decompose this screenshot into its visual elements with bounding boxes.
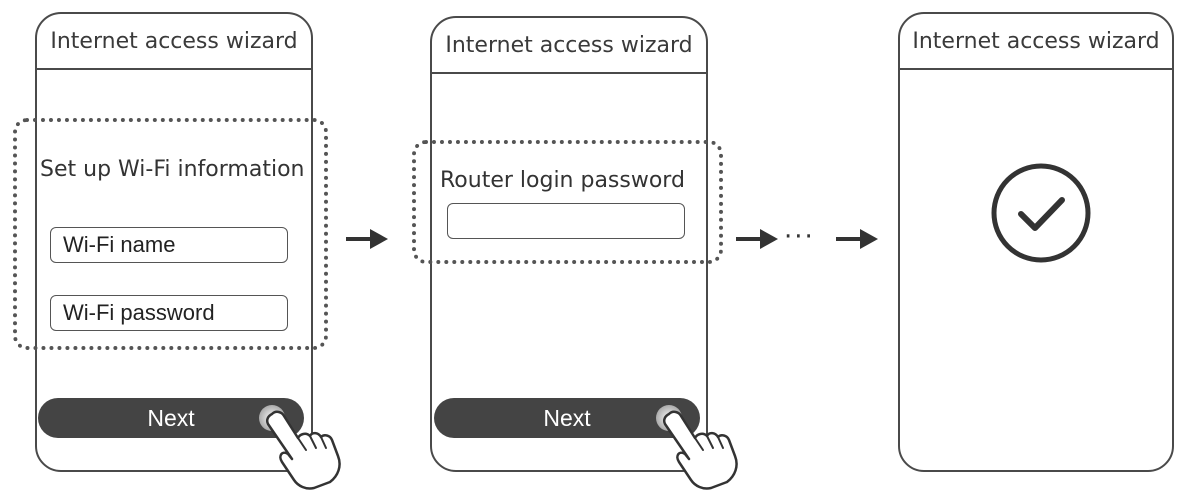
wifi-info-title: Set up Wi-Fi information (40, 157, 305, 182)
router-password-field[interactable] (447, 203, 685, 239)
wifi-password-field[interactable]: Wi-Fi password (50, 295, 288, 331)
more-steps-ellipsis: ··· (784, 222, 815, 252)
wifi-name-field[interactable]: Wi-Fi name (50, 227, 288, 263)
screen-3-header: Internet access wizard (900, 14, 1172, 70)
wizard-screen-2: Internet access wizard (430, 16, 708, 472)
checkmark-circle-icon (991, 163, 1091, 263)
router-login-title: Router login password (440, 168, 685, 193)
next-button-2[interactable]: Next (434, 398, 700, 438)
wizard-screen-3: Internet access wizard (898, 12, 1174, 472)
arrow-right-icon (346, 229, 388, 249)
pointing-hand-icon (265, 410, 341, 490)
screen-1-header: Internet access wizard (37, 14, 311, 70)
arrow-right-icon (736, 229, 778, 249)
login-password-highlight (412, 140, 723, 264)
screen-2-header: Internet access wizard (432, 18, 706, 74)
pointing-hand-icon (662, 410, 738, 490)
arrow-right-icon (836, 229, 878, 249)
wifi-info-highlight (13, 118, 328, 350)
